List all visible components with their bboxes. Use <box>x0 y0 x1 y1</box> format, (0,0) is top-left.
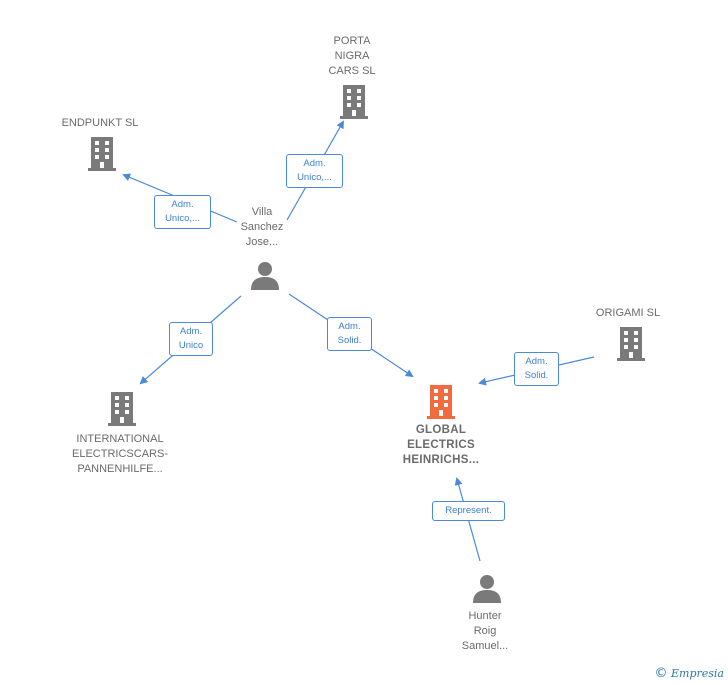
role-badge-origami-global[interactable]: Adm. Solid. <box>514 352 559 386</box>
role-badge-villa-porta[interactable]: Adm. Unico,... <box>286 154 343 188</box>
node-label-international: INTERNATIONAL ELECTRICSCARS- PANNENHILFE… <box>72 433 168 475</box>
brand-watermark: © Empresia <box>655 666 725 681</box>
main-building-icon[interactable] <box>425 384 457 420</box>
building-icon[interactable] <box>106 391 138 427</box>
person-icon[interactable] <box>471 572 503 604</box>
role-badge-hunter-global[interactable]: Represent. <box>432 501 505 521</box>
person-icon[interactable] <box>249 259 281 291</box>
building-icon[interactable] <box>615 326 647 362</box>
node-label-global-electrics: GLOBAL ELECTRICS HEINRICHS... <box>402 424 480 466</box>
node-label-origami: ORIGAMI SL <box>595 307 661 319</box>
node-label-villa-sanchez: Villa Sanchez Jose... <box>240 206 284 248</box>
brand-name: Empresia <box>671 667 724 680</box>
role-badge-villa-endpunkt[interactable]: Adm. Unico,... <box>154 195 211 229</box>
node-label-porta-nigra: PORTA NIGRA CARS SL <box>328 35 376 77</box>
node-label-hunter-roig: Hunter Roig Samuel... <box>461 610 509 652</box>
role-badge-villa-global[interactable]: Adm. Solid. <box>327 317 372 351</box>
copyright-symbol: © <box>654 666 668 681</box>
role-badge-villa-international[interactable]: Adm. Unico <box>169 322 213 356</box>
node-label-endpunkt: ENDPUNKT SL <box>61 117 139 129</box>
building-icon[interactable] <box>86 136 118 172</box>
building-icon[interactable] <box>338 84 370 120</box>
